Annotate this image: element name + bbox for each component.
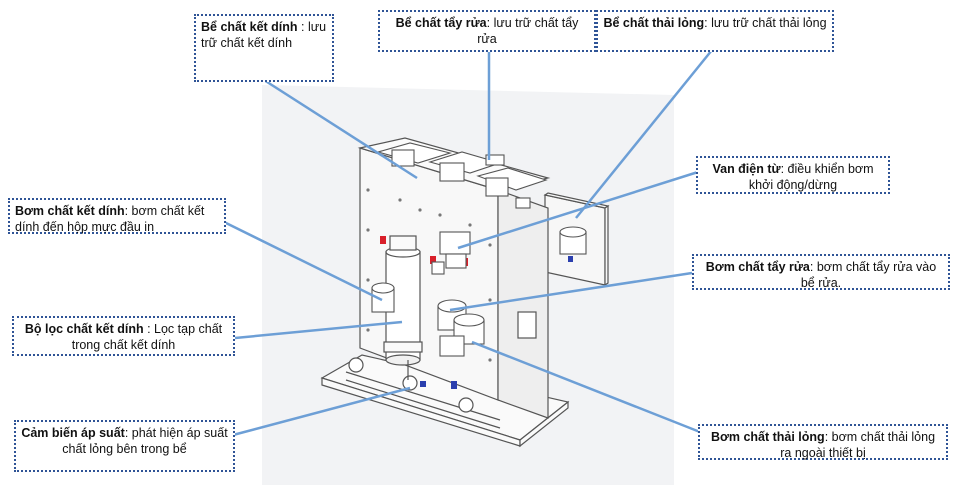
callout-desc: : lưu trữ chất tẩy rửa — [477, 16, 579, 46]
callout-desc: : bơm chất tẩy rửa vào bể rửa. — [800, 260, 937, 290]
callout-adhesive-pump: Bơm chất kết dính: bơm chất kết dính đến… — [8, 198, 226, 234]
leader-cleaner-pump — [449, 271, 693, 312]
pipes — [345, 357, 501, 429]
callout-term: Van điện từ — [712, 162, 781, 176]
callout-desc: : lưu trữ chất kết dính — [201, 20, 327, 50]
callout-pressure-sensor: Cảm biến áp suất: phát hiện áp suất chất… — [14, 420, 235, 472]
callout-term: Bơm chất tẩy rửa — [705, 260, 810, 274]
callout-adhesive-filter: Bộ lọc chất kết dính : Lọc tạp chất tron… — [12, 316, 235, 356]
callout-adhesive-tank: Bể chất kết dính : lưu trữ chất kết dính — [194, 14, 334, 82]
leader-lines — [223, 49, 713, 437]
callout-desc: : bơm chất kết dính đến hộp mực đầu in — [15, 204, 205, 234]
callout-solenoid-valve: Van điện từ: điều khiển bơm khởi động/dừ… — [696, 156, 890, 194]
callout-term: Bơm chất thải lỏng — [710, 430, 825, 444]
leader-solenoid-valve — [457, 170, 699, 250]
callout-term: Bể chất tẩy rửa — [395, 16, 487, 30]
leader-waste-tank — [575, 49, 713, 219]
callout-desc: : phát hiện áp suất chất lỏng bên trong … — [62, 426, 228, 456]
callout-term: Bể chất kết dính — [201, 20, 298, 34]
callout-waste-tank: Bể chất thải lỏng: lưu trữ chất thải lỏn… — [596, 10, 834, 52]
leader-adhesive-tank — [263, 78, 418, 180]
leader-adhesive-filter — [234, 320, 403, 340]
callout-term: Bộ lọc chất kết dính — [24, 322, 144, 336]
leader-waste-pump — [471, 340, 701, 434]
blue-fittings — [420, 256, 573, 389]
callout-desc: : điều khiển bơm khởi động/dừng — [748, 162, 874, 192]
solenoid-block — [431, 231, 471, 275]
callout-term: Bơm chất kết dính — [15, 204, 125, 218]
leader-adhesive-pump — [223, 220, 383, 302]
top-tanks — [375, 142, 548, 209]
callout-cleaner-pump: Bơm chất tẩy rửa: bơm chất tẩy rửa vào b… — [692, 254, 950, 290]
callout-desc: : Lọc tạp chất trong chất kết dính — [71, 322, 223, 352]
base-plate — [320, 354, 570, 448]
callout-desc: : bơm chất thải lỏng ra ngoài thiết bị — [780, 430, 936, 460]
callout-desc: : lưu trữ chất thải lỏng — [704, 16, 827, 30]
leader-pressure-sensor — [232, 386, 411, 437]
callout-cleaner-tank: Bể chất tẩy rửa: lưu trữ chất tẩy rửa — [378, 10, 596, 52]
pumps — [371, 226, 587, 357]
callout-term: Cảm biến áp suất — [21, 426, 125, 440]
panel-bolts — [366, 188, 492, 362]
callout-waste-pump: Bơm chất thải lỏng: bơm chất thải lỏng r… — [698, 424, 948, 460]
callout-term: Bể chất thải lỏng — [603, 16, 705, 30]
